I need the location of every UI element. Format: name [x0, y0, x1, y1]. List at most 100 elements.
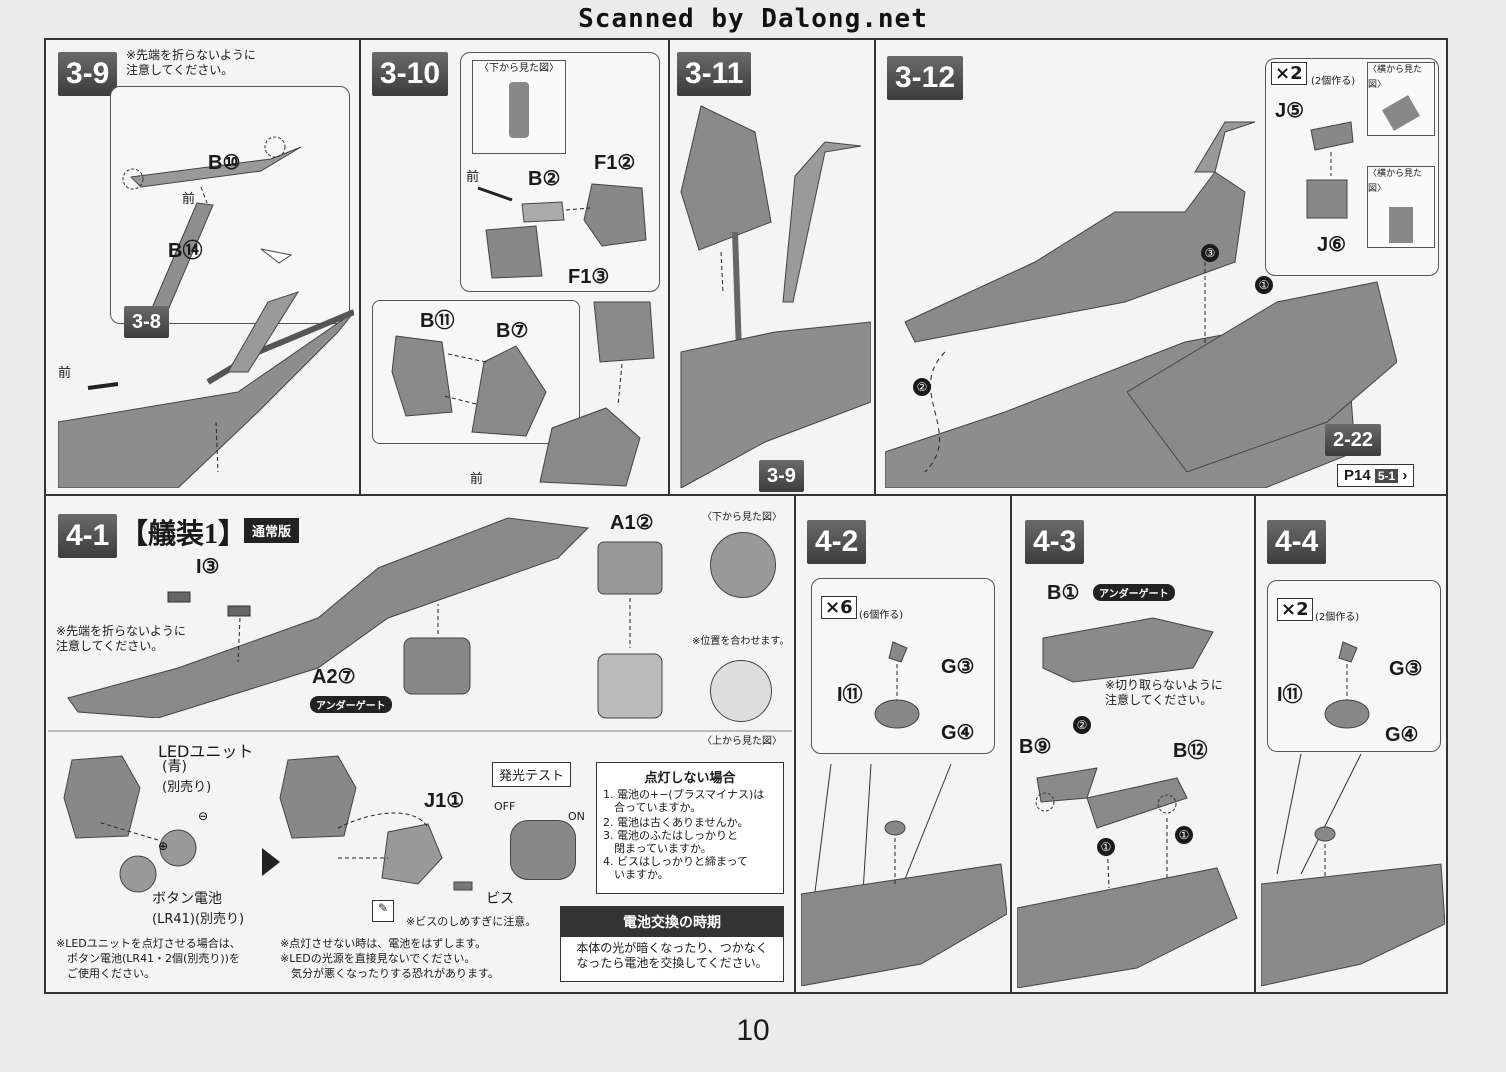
col-divider: [1254, 494, 1256, 994]
j-parts-illustration: [1306, 121, 1354, 219]
step-number: 3-11: [677, 52, 752, 96]
view-label: 〈横から見た図〉: [1368, 169, 1423, 194]
arrow-right-icon: [262, 848, 280, 876]
troubleshooting-box: 点灯しない場合 1. 電池の+−(プラスマイナス)は 合っていますか。 2. 電…: [596, 762, 784, 894]
step-number: 3-12: [887, 56, 964, 100]
section-title: 【艤装1】: [120, 519, 247, 550]
part-shape: [509, 82, 529, 138]
order-marker: ①: [1253, 274, 1273, 294]
battery-replacement-text: 本体の光が暗くなったり、つかなく なったら電池を交換してください。: [576, 941, 768, 970]
led-unit-switch: [510, 820, 576, 880]
front-label: 前: [182, 192, 196, 207]
screwdriver-icon: ✎: [372, 900, 394, 922]
part-label: A1②: [610, 512, 654, 534]
parts-assembly-illustration: [477, 183, 647, 279]
part-label: B⑫: [1173, 740, 1208, 762]
battery-replacement-title: 電池交換の時期: [561, 907, 783, 937]
view-label: 〈下から見た図〉: [702, 512, 782, 523]
battery-model-label: (LR41)(別売り): [152, 912, 245, 927]
part-label: F1③: [568, 266, 610, 288]
align-note: ※位置を合わせます。: [692, 636, 790, 647]
part-label: I③: [196, 556, 220, 578]
row-divider: [44, 494, 1448, 496]
deck-turret-illustration: [801, 763, 1007, 986]
part-label: G④: [1385, 724, 1419, 746]
switch-off-label: OFF: [494, 800, 516, 813]
step-3-10-panel: 3-10 〈下から見た図〉 前 B② F1② F1③ B⑪ B⑦ 前: [362, 42, 666, 492]
part-label: B⑦: [496, 320, 529, 342]
side-view-box: 〈横から見た図〉: [1367, 166, 1435, 248]
order-marker: ②: [911, 376, 931, 396]
step-3-12-panel: 3-12 ③ ① ② 2-22 P14 5-1 › ×2 (2個作る) 〈横から…: [877, 42, 1446, 492]
order-marker: ①: [1173, 824, 1193, 844]
sold-separately-label: (別売り): [162, 780, 212, 795]
part-shape: [1382, 95, 1420, 131]
step-3-9-panel: 3-9 ※先端を折らないように 注意してください。 B⑩ B⑭ 前 3-8 前: [48, 42, 356, 492]
step-number: 3-9: [58, 52, 118, 96]
order-marker: ③: [1199, 242, 1219, 262]
light-test-label: 発光テスト: [492, 762, 572, 787]
led-assembly-illustration: [279, 755, 473, 891]
part-label: G③: [1389, 658, 1423, 680]
led-unit-label: LEDユニット: [158, 742, 254, 761]
troubleshoot-item: 3. 電池のふたはしっかりと 閉まっていますか。: [603, 829, 738, 855]
quantity-badge: ×2: [1271, 62, 1307, 85]
part-label: A2⑦: [312, 666, 356, 688]
battery-replacement-box: 電池交換の時期 本体の光が暗くなったり、つかなく なったら電池を交換してください…: [560, 906, 784, 982]
step-4-1-panel: 4-1 【艤装1】 通常版 I③ ※先端を折らないように 注意してください。 A…: [48, 498, 792, 992]
quantity-badge: ×2: [1277, 598, 1313, 621]
view-label: 〈横から見た図〉: [1368, 65, 1423, 90]
order-marker: ①: [1095, 836, 1115, 856]
col-divider: [794, 494, 796, 994]
undergate-badge: アンダーゲート: [1093, 584, 1175, 601]
step-number: 4-3: [1025, 520, 1085, 564]
col-divider: [668, 38, 670, 494]
front-label: 前: [466, 170, 480, 185]
switch-on-label: ON: [568, 810, 585, 823]
caution-note: ※先端を折らないように 注意してください。: [56, 624, 186, 653]
part-label: J⑥: [1317, 234, 1347, 256]
step-number: 4-2: [807, 520, 867, 564]
troubleshoot-item: 1. 電池の+−(プラスマイナス)は 合っていますか。: [603, 788, 765, 814]
part-label: B⑩: [208, 152, 241, 174]
quantity-badge: ×6: [821, 596, 857, 619]
bridge-tower-illustration: [680, 105, 871, 488]
part-label: B⑨: [1019, 736, 1052, 758]
part-label: J1①: [424, 790, 465, 812]
next-page-reference[interactable]: P14 5-1 ›: [1337, 464, 1415, 487]
order-marker: ②: [1071, 714, 1091, 734]
svg-text:⊕: ⊕: [158, 839, 168, 853]
front-label: 前: [470, 472, 484, 487]
led-battery-illustration: ⊖ ⊕: [63, 755, 208, 893]
part-label: F1②: [594, 152, 636, 174]
view-label: 〈下から見た図〉: [479, 63, 559, 74]
section-divider: [48, 730, 792, 732]
part-label: I⑪: [837, 684, 863, 706]
turret-parts-illustration: [1324, 641, 1370, 729]
detail-callout: [110, 86, 350, 324]
undergate-badge: アンダーゲート: [310, 696, 392, 713]
caution-note: ※切り取らないように 注意してください。: [1105, 678, 1223, 707]
step-ref-3-9: 3-9: [759, 460, 804, 492]
step-4-3-panel: 4-3 B① アンダーゲート ※切り取らないように 注意してください。 B⑨ B…: [1013, 498, 1252, 992]
screw-label: ビス: [486, 891, 514, 907]
step-3-11-panel: 3-11 3-9: [671, 42, 872, 492]
quantity-note: (6個作る): [859, 610, 904, 621]
step-ref-label: 5-1: [1374, 469, 1399, 483]
hull-rear-illustration: [1127, 281, 1397, 472]
svg-text:⊖: ⊖: [198, 809, 208, 823]
troubleshoot-item: 4. ビスはしっかりと締まって いますか。: [603, 855, 749, 881]
step-4-4-panel: 4-4 ×2 (2個作る) G③ I⑪ G④: [1257, 498, 1446, 992]
caution-note: ※先端を折らないように 注意してください。: [126, 48, 256, 77]
battery-label: ボタン電池: [152, 891, 222, 907]
round-part-top: [710, 660, 772, 722]
part-label: B⑪: [420, 310, 455, 332]
quantity-note: (2個作る): [1315, 612, 1360, 623]
part-shape: [1389, 207, 1413, 243]
wing-parts-illustration: [122, 136, 302, 318]
b1-part-illustration: [1042, 617, 1214, 683]
part-label: I⑪: [1277, 684, 1303, 706]
deck-illustration: [67, 517, 590, 718]
part-label: B⑭: [168, 240, 203, 262]
part-label: G④: [941, 722, 975, 744]
